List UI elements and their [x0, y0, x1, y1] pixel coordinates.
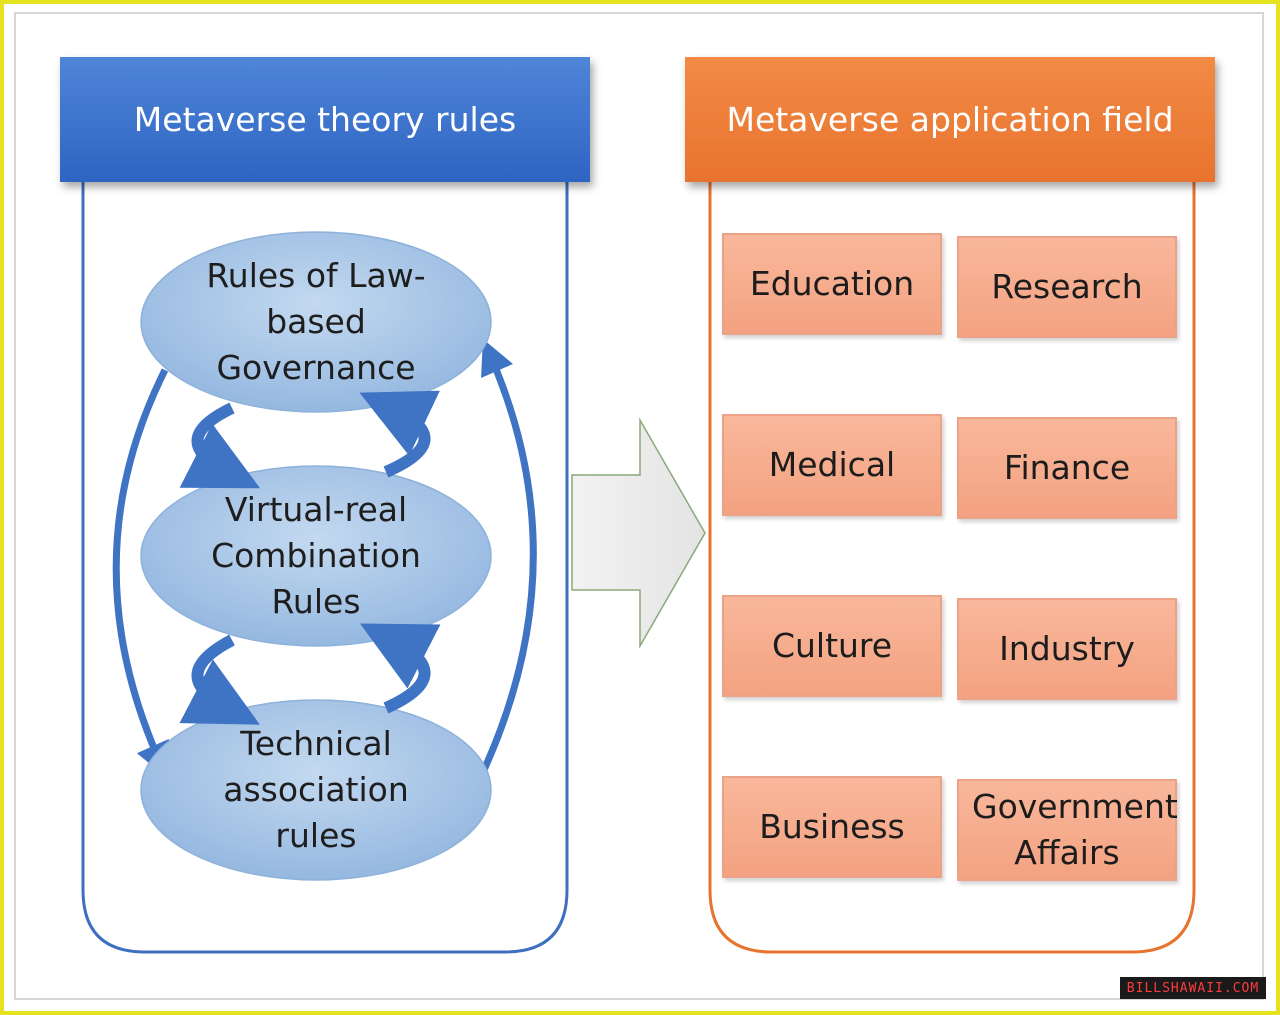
- field-box-research: Research: [957, 236, 1177, 338]
- application-header: Metaverse application field: [685, 57, 1215, 182]
- rule-label: Technical association rules: [223, 724, 409, 855]
- cycle-arrows-icon: [112, 338, 537, 778]
- rule-ellipse-2: [140, 465, 492, 647]
- field-label: Business: [759, 807, 905, 846]
- field-box-medical: Medical: [722, 414, 942, 516]
- rule-ellipse-3: [140, 699, 492, 881]
- rule-ellipse-1: [140, 231, 492, 413]
- field-box-industry: Industry: [957, 598, 1177, 700]
- field-box-education: Education: [722, 233, 942, 335]
- field-label: Finance: [1003, 448, 1131, 487]
- field-box-business: Business: [722, 776, 942, 878]
- theory-title: Metaverse theory rules: [133, 100, 517, 139]
- theory-header: Metaverse theory rules: [60, 57, 590, 182]
- cycle-arrows-icon: [179, 390, 441, 725]
- watermark: BILLSHAWAII.COM: [1120, 977, 1266, 999]
- inner-frame: [14, 12, 1264, 1000]
- field-label: Government Affairs: [972, 787, 1178, 872]
- field-label: Research: [991, 267, 1143, 306]
- rule-label: Rules of Law-based Governance: [206, 256, 426, 387]
- field-label: Culture: [771, 626, 893, 665]
- application-title: Metaverse application field: [726, 100, 1174, 139]
- field-label: Education: [749, 264, 915, 303]
- application-container: [708, 180, 1196, 954]
- right-arrow-icon: [571, 417, 706, 649]
- rule-label: Virtual-real Combination Rules: [211, 490, 421, 621]
- theory-container: [81, 180, 569, 954]
- field-box-finance: Finance: [957, 417, 1177, 519]
- field-label: Industry: [999, 629, 1135, 668]
- field-box-culture: Culture: [722, 595, 942, 697]
- field-label: Medical: [768, 445, 896, 484]
- field-box-government-affairs: Government Affairs: [957, 779, 1178, 881]
